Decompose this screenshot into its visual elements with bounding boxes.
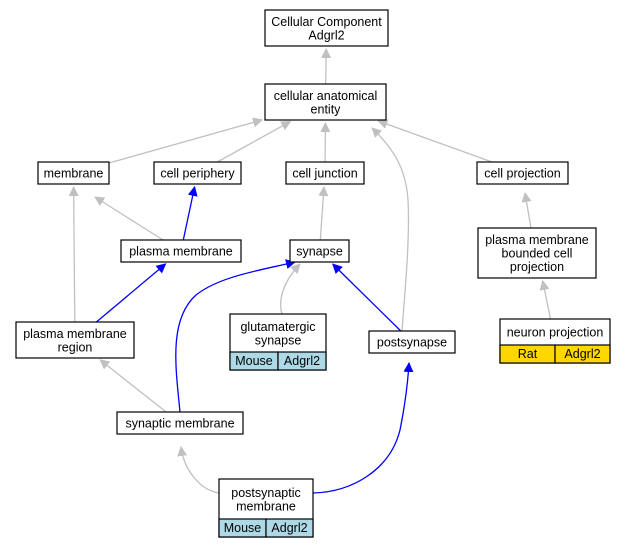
gene-tag	[554, 344, 611, 364]
edge-synmem-to-synapse	[175, 259, 296, 413]
node-box	[153, 161, 242, 185]
node-membrane[interactable]: membrane	[37, 161, 110, 185]
node-projection[interactable]: cell projection	[476, 161, 569, 185]
species-tag-label: Mouse	[235, 354, 273, 368]
node-label: projection	[510, 260, 564, 274]
node-label: membrane	[236, 499, 296, 513]
node-box	[116, 411, 244, 435]
node-box	[264, 9, 389, 47]
edge-periphery-to-cae	[216, 120, 292, 163]
gene-tag-label: Adgrl2	[564, 347, 600, 361]
edge-cae-to-root	[321, 48, 332, 85]
node-label: synapse	[255, 333, 302, 347]
node-label: cell junction	[292, 167, 357, 181]
edge-pmr-to-membrane	[68, 186, 79, 323]
node-label: postsynapse	[377, 336, 447, 350]
node-postsyn[interactable]: postsynapse	[368, 330, 456, 354]
node-label: Adgrl2	[308, 28, 344, 42]
edge-pmbcp-to-projection	[521, 192, 532, 229]
edge-pmr-to-plasma	[95, 263, 167, 323]
node-label: plasma membrane	[23, 327, 127, 341]
edge-postsyn-to-synapse	[332, 263, 402, 332]
gene-tag-label: Adgrl2	[284, 354, 320, 368]
node-label: entity	[311, 102, 342, 116]
edge-postsyn-to-cae	[371, 127, 410, 332]
edge-plasma-to-membrane	[94, 196, 164, 241]
node-box	[368, 330, 456, 354]
node-box	[476, 161, 569, 185]
node-junction[interactable]: cell junction	[285, 161, 365, 185]
node-label: cellular anatomical	[274, 89, 378, 103]
node-synapse[interactable]: synapse	[289, 239, 350, 263]
node-box	[289, 239, 350, 263]
gene-tag	[277, 351, 327, 371]
node-label: neuron projection	[507, 326, 604, 340]
node-label: synaptic membrane	[125, 417, 234, 431]
gene-tag	[265, 518, 314, 538]
edge-synapse-to-junction	[318, 186, 329, 241]
species-tag-label: Rat	[518, 347, 538, 361]
node-box	[477, 227, 597, 279]
node-label: region	[58, 340, 93, 354]
edge-projection-to-cae	[377, 119, 493, 163]
node-box	[285, 161, 365, 185]
node-label: bounded cell	[502, 247, 573, 261]
edge-neuron-to-pmbcp	[539, 279, 552, 320]
node-label: cell projection	[484, 167, 560, 181]
node-label: plasma membrane	[129, 245, 233, 259]
node-label: membrane	[44, 167, 104, 181]
gene-tag-label: Adgrl2	[271, 521, 307, 535]
node-box	[37, 161, 110, 185]
node-periphery[interactable]: cell periphery	[153, 161, 242, 185]
node-label: glutamatergic	[240, 320, 315, 334]
node-label: Cellular Component	[271, 15, 382, 29]
node-box	[264, 83, 387, 121]
edge-glut-to-synapse	[280, 263, 301, 315]
node-label: postsynaptic	[231, 486, 300, 500]
node-box	[120, 239, 242, 263]
edges-layer	[68, 48, 552, 494]
edge-plasma-to-periphery	[182, 185, 198, 241]
node-label: synapse	[296, 245, 343, 259]
species-tag-label: Mouse	[224, 521, 262, 535]
node-synmem[interactable]: synaptic membrane	[116, 411, 244, 435]
edge-synmem-to-pmr	[99, 359, 167, 413]
edge-psm-to-postsyn	[312, 362, 414, 494]
node-box	[15, 321, 135, 359]
node-plasma[interactable]: plasma membrane	[120, 239, 242, 263]
edge-membrane-to-cae	[108, 117, 264, 164]
node-label: plasma membrane	[485, 233, 589, 247]
edge-psm-to-synmem	[177, 446, 220, 494]
node-label: cell periphery	[160, 167, 235, 181]
